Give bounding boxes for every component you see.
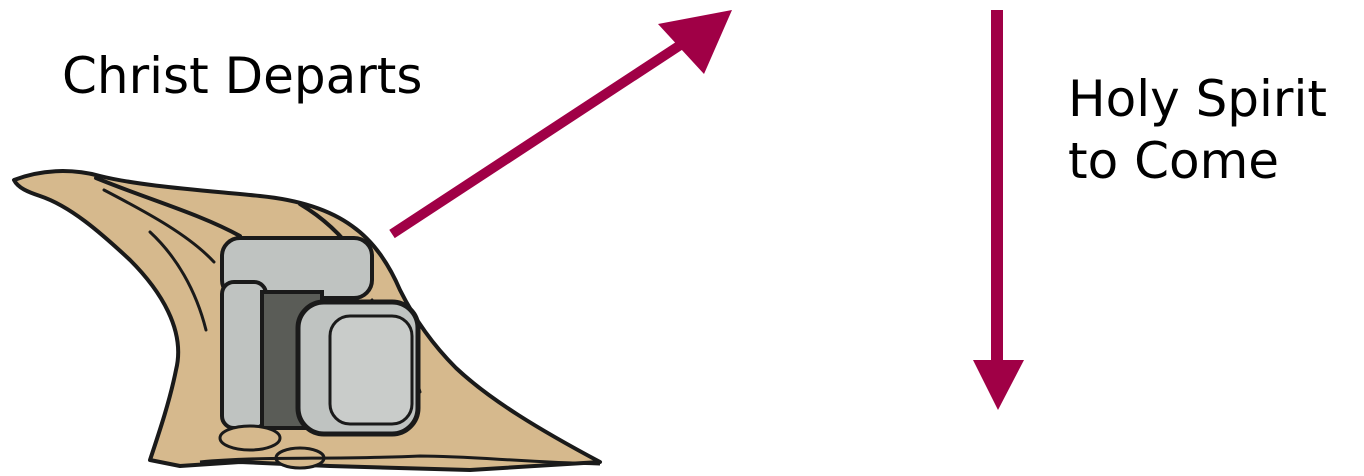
holy-spirit-label: Holy Spirit to Come <box>1068 68 1327 192</box>
holy-spirit-label-line1: Holy Spirit <box>1068 68 1327 130</box>
empty-tomb-illustration <box>14 171 600 470</box>
tomb-left-pillar <box>222 282 266 428</box>
tomb-rock <box>220 426 280 450</box>
holy-spirit-label-line2: to Come <box>1068 130 1327 192</box>
down-arrow-icon <box>973 10 1024 410</box>
diagonal-up-arrow-icon <box>392 10 732 234</box>
christ-departs-label: Christ Departs <box>62 44 422 108</box>
tomb-rolling-stone-face <box>330 316 412 424</box>
